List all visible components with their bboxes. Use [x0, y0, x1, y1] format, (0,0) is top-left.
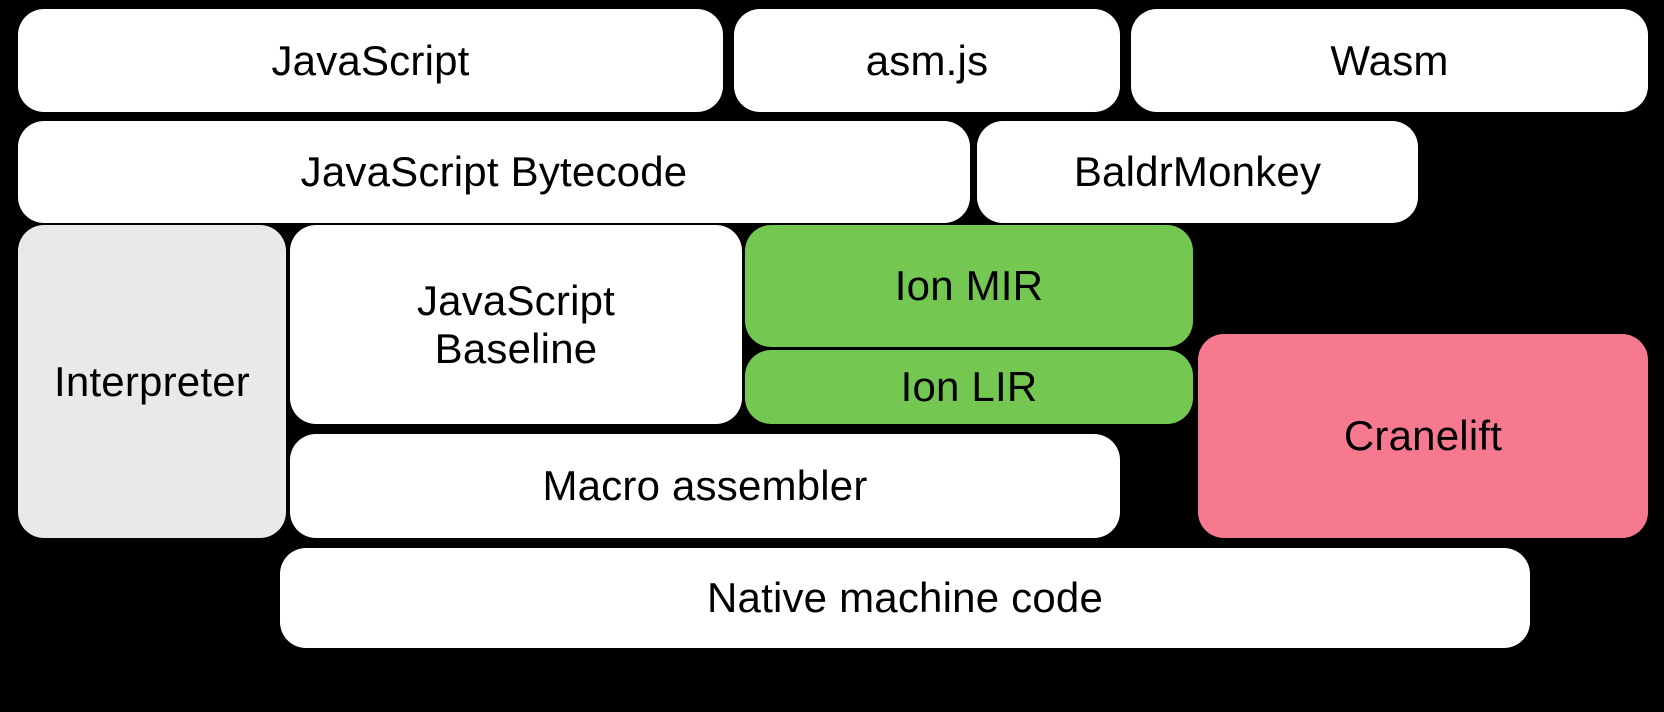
node-native-machine-code: Native machine code	[280, 548, 1530, 648]
node-wasm: Wasm	[1131, 9, 1648, 112]
node-javascript-baseline: JavaScript Baseline	[290, 225, 742, 424]
node-cranelift: Cranelift	[1198, 334, 1648, 538]
node-macro-assembler: Macro assembler	[290, 434, 1120, 538]
node-ion-lir: Ion LIR	[745, 350, 1193, 424]
node-javascript: JavaScript	[18, 9, 723, 112]
node-ion-mir: Ion MIR	[745, 225, 1193, 347]
node-baldrmonkey: BaldrMonkey	[977, 121, 1418, 223]
node-interpreter: Interpreter	[18, 225, 286, 538]
node-javascript-bytecode: JavaScript Bytecode	[18, 121, 970, 223]
node-asm-js: asm.js	[734, 9, 1120, 112]
